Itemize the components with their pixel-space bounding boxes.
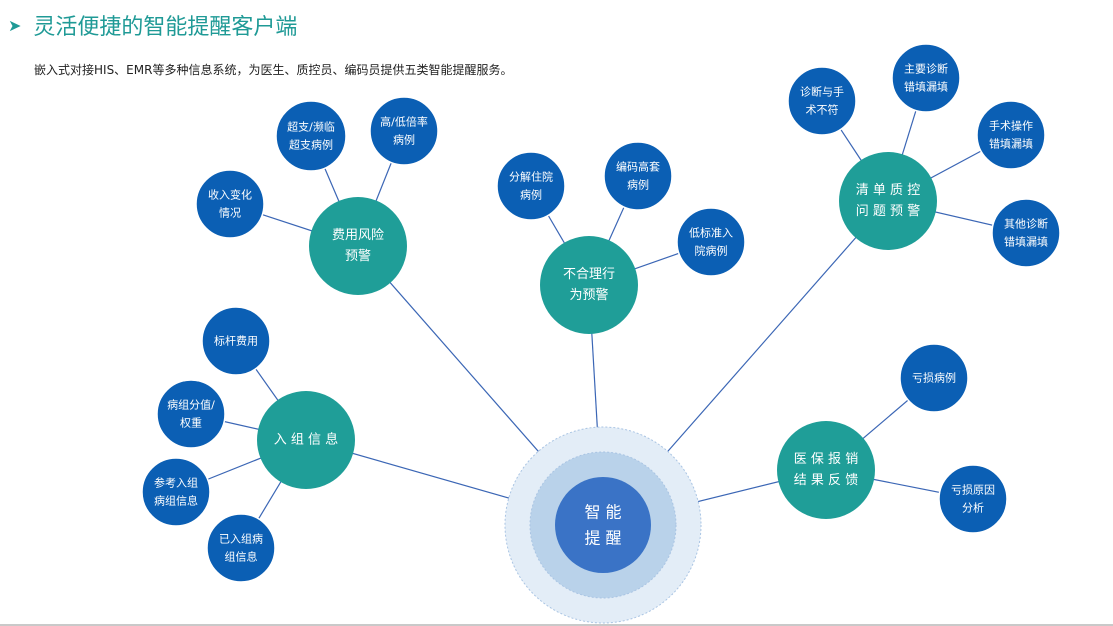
leaf-node-list-qc-3-label: 手术操作 [989, 118, 1033, 132]
nodes: 收入变化情况超支/濒临超支病例高/低倍率病例费用风险预警分解住院病例编码高套病例… [141, 43, 1061, 583]
branch-node-list-qc-circle [839, 152, 937, 250]
leaf-node-list-qc-2-circle [891, 43, 961, 113]
leaf-node-insurance-2-label: 亏损原因 [951, 482, 995, 496]
leaf-node-insurance-1-label: 亏损病例 [912, 371, 956, 385]
leaf-node-list-qc-4-circle [991, 198, 1061, 268]
leaf-node-cost-risk-1-label: 收入变化 [208, 187, 252, 201]
leaf-node-grouping-2-circle [156, 379, 226, 449]
leaf-node-unreasonable-1-label: 分解住院 [509, 169, 553, 183]
leaf-node-cost-risk-2-label: 超支病例 [289, 138, 333, 152]
leaf-node-grouping-4-circle [206, 513, 276, 583]
leaf-node-grouping-4-label: 组信息 [225, 550, 258, 564]
branch-node-insurance-label: 结 果 反 馈 [794, 473, 858, 488]
leaf-node-cost-risk-1-label: 情况 [219, 207, 241, 220]
leaf-node-list-qc-1-label: 术不符 [806, 104, 839, 117]
bottom-divider [0, 624, 1113, 626]
leaf-node-unreasonable-3-label: 院病例 [695, 244, 728, 258]
leaf-node-cost-risk-2-circle [275, 100, 347, 172]
leaf-node-unreasonable-1-label: 病例 [520, 188, 542, 202]
leaf-node-cost-risk-1-circle [195, 169, 265, 239]
title-row: ➤ 灵活便捷的智能提醒客户端 [8, 8, 297, 42]
leaf-node-unreasonable-2-circle [603, 141, 673, 211]
leaf-node-insurance-1: 亏损病例 [899, 343, 969, 413]
leaf-node-insurance-2-label: 分析 [962, 501, 984, 515]
leaf-node-list-qc-4-label: 错填漏填 [1004, 235, 1048, 249]
leaf-node-unreasonable-1-circle [496, 151, 566, 221]
center-node-smart-reminder: 智 能提 醒 [555, 477, 651, 573]
center-node-smart-reminder-label: 提 醒 [584, 529, 621, 548]
leaf-node-list-qc-1-label: 诊断与手 [800, 84, 844, 98]
branch-node-list-qc-label: 问 题 预 警 [856, 203, 920, 219]
leaf-node-grouping-1-label: 标杆费用 [214, 334, 258, 348]
title-arrow-icon: ➤ [8, 15, 22, 35]
branch-node-cost-risk-circle [309, 197, 407, 295]
branch-node-cost-risk-label: 预警 [345, 248, 371, 264]
leaf-node-cost-risk-3-circle [369, 96, 439, 166]
leaf-node-list-qc-3-label: 错填漏填 [989, 137, 1033, 151]
page-subtitle: 嵌入式对接HIS、EMR等多种信息系统，为医生、质控员、编码员提供五类智能提醒服… [34, 63, 513, 77]
page-title: 灵活便捷的智能提醒客户端 [33, 15, 298, 40]
leaf-node-list-qc-3-circle [976, 100, 1046, 170]
branch-node-insurance-circle [777, 421, 875, 519]
branch-node-unreasonable-label: 为预警 [569, 287, 608, 303]
leaf-node-unreasonable-3-circle [676, 207, 746, 277]
leaf-node-unreasonable-2-label: 病例 [627, 178, 649, 192]
leaf-node-grouping-3-circle [141, 457, 211, 527]
branch-node-unreasonable-label: 不合理行 [563, 267, 615, 282]
center-node-smart-reminder-label: 智 能 [584, 502, 621, 521]
leaf-node-grouping-4-label: 已入组病 [219, 531, 263, 545]
branch-node-grouping-circle [257, 391, 355, 489]
branch-node-unreasonable-circle [540, 236, 638, 334]
branch-node-cost-risk-label: 费用风险 [332, 228, 384, 243]
leaf-node-list-qc-2-label: 错填漏填 [904, 80, 948, 94]
leaf-node-insurance-1-circle [899, 343, 969, 413]
leaf-node-grouping-2-label: 病组分值/ [167, 397, 215, 411]
leaf-node-list-qc-4-label: 其他诊断 [1004, 216, 1048, 230]
leaf-node-unreasonable-2-label: 编码高套 [616, 159, 660, 173]
branch-node-grouping: 入 组 信 息 [257, 391, 355, 489]
leaf-node-cost-risk-2-label: 超支/濒临 [287, 119, 335, 133]
branch-node-grouping-label: 入 组 信 息 [274, 432, 338, 448]
branch-node-list-qc: 清 单 质 控问 题 预 警 [839, 152, 937, 250]
branch-node-list-qc-label: 清 单 质 控 [856, 183, 920, 198]
leaf-node-insurance-2-circle [938, 464, 1008, 534]
branch-node-insurance-label: 医 保 报 销 [794, 452, 858, 467]
center-node-smart-reminder-circle [555, 477, 651, 573]
leaf-node-grouping-1: 标杆费用 [201, 306, 271, 376]
leaf-node-unreasonable-3-label: 低标准入 [689, 225, 733, 239]
leaf-node-grouping-2: 病组分值/权重 [156, 379, 226, 449]
leaf-node-list-qc-1-circle [787, 66, 857, 136]
leaf-node-grouping-1-circle [201, 306, 271, 376]
leaf-node-grouping-3-label: 参考入组 [154, 475, 198, 489]
leaf-node-grouping-3-label: 病组信息 [154, 494, 198, 508]
leaf-node-cost-risk-3-label: 高/低倍率 [380, 114, 428, 128]
leaf-node-grouping-2-label: 权重 [180, 416, 202, 430]
branch-node-insurance: 医 保 报 销结 果 反 馈 [777, 421, 875, 519]
leaf-node-cost-risk-3-label: 病例 [393, 133, 415, 147]
leaf-node-list-qc-2-label: 主要诊断 [904, 61, 948, 75]
